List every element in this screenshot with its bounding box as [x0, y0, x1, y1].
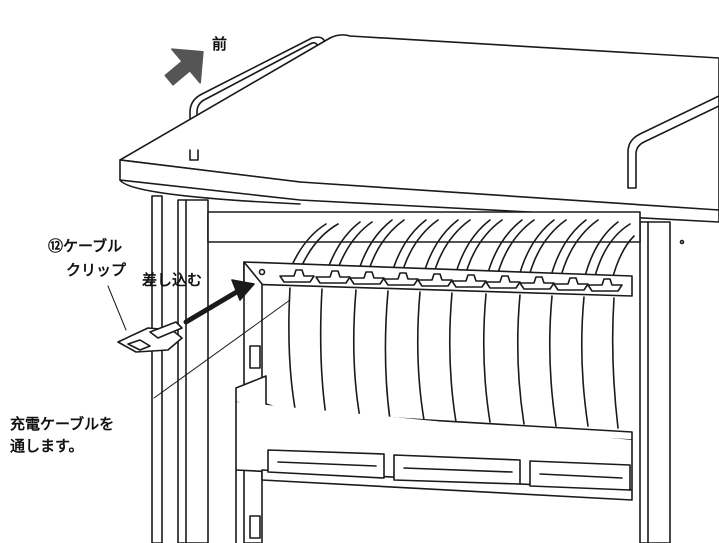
tray-slots — [267, 449, 631, 491]
hanging-cables — [288, 287, 619, 429]
cable-clip-label-line1: ⑫ケーブル — [48, 237, 123, 255]
cable-clip-label-line2: クリップ — [66, 261, 127, 279]
leader-clip — [107, 285, 127, 331]
front-arrow-icon — [164, 48, 204, 86]
right-post — [639, 221, 671, 543]
insert-label: 差し込む — [142, 271, 203, 289]
left-post — [151, 195, 163, 543]
handle-right — [627, 95, 719, 189]
front-label: 前 — [212, 35, 228, 53]
rail-clips — [279, 269, 623, 292]
handle-left-post — [189, 149, 199, 161]
insert-arrow-shaft — [183, 287, 243, 325]
leader-cable — [153, 299, 291, 399]
route-cable-label-line1: 充電ケーブルを — [10, 415, 115, 433]
insert-arrow-head — [231, 279, 255, 301]
cable-clip-part — [117, 321, 183, 353]
route-cable-label-line2: 通します。 — [10, 437, 84, 455]
